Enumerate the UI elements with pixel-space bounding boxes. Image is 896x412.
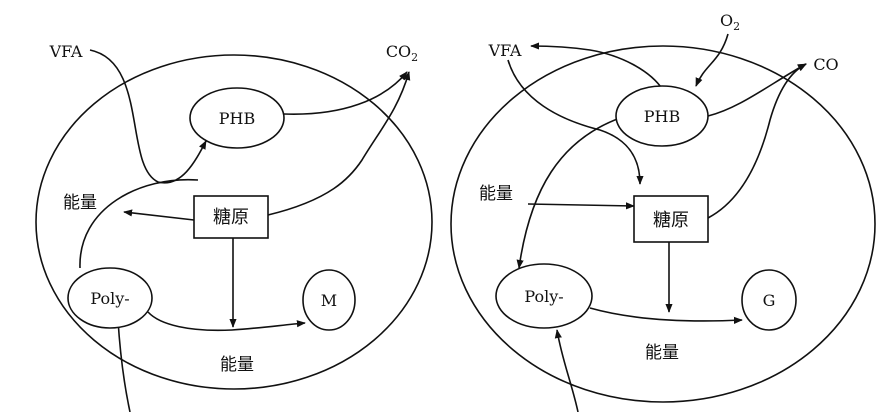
right-arrow-energy-to-glycogen (527, 202, 635, 210)
right-arrow-phb-to-vfa (530, 42, 664, 91)
right-poly-label: Poly- (524, 287, 563, 306)
left-energy-top-label: 能量 (63, 193, 97, 213)
left-cycle: VFA CO2 PHB 能量 糖原 Poly- M 能量 (35, 42, 433, 412)
left-arrow-vfa-to-phb (89, 49, 207, 184)
right-g-node (741, 269, 797, 331)
left-vfa-label: VFA (49, 42, 83, 61)
left-arrow-poly-to-m (147, 311, 306, 332)
right-co-label: CO (813, 55, 838, 74)
right-cell-boundary (450, 45, 876, 403)
right-phb-label: PHB (644, 107, 680, 126)
left-m-label: M (321, 291, 337, 310)
left-phb-label: PHB (219, 109, 255, 128)
left-co2-label: CO2 (386, 42, 418, 64)
right-vfa-label: VFA (488, 41, 522, 60)
right-arrow-phb-to-poly (516, 117, 621, 269)
left-line-inflow (117, 319, 131, 412)
right-g-label: G (763, 291, 776, 310)
right-glycogen-box (633, 195, 709, 243)
left-cell-boundary (35, 54, 433, 390)
right-arrow-phb-to-co (707, 63, 807, 117)
left-arrow-glycogen-to-co2 (267, 71, 411, 216)
right-cycle: VFA O2 CO PHB 能量 糖原 Poly- G 能量 (450, 11, 876, 412)
right-arrow-glycogen-to-co (707, 63, 807, 219)
left-m-node (302, 269, 356, 331)
right-phb-node (615, 85, 709, 147)
right-arrow-o2-to-phb (695, 33, 729, 87)
right-poly-node (495, 263, 593, 329)
left-arrow-phb-to-co2 (283, 71, 408, 115)
right-o2-label: O2 (720, 11, 740, 33)
left-poly-node (67, 267, 153, 329)
left-energy-bottom-label: 能量 (220, 355, 254, 375)
left-arrow-glycogen-to-energy (123, 209, 195, 221)
left-glycogen-box (193, 195, 269, 239)
left-arrow-poly-up-to-phb (79, 178, 199, 269)
right-arrow-vfa-to-glycogen (507, 59, 644, 185)
right-glycogen-label: 糖原 (653, 210, 689, 231)
left-glycogen-label: 糖原 (213, 207, 249, 228)
right-energy-bottom-label: 能量 (645, 343, 679, 363)
right-arrow-inflow-to-poly (554, 329, 579, 412)
left-poly-label: Poly- (90, 289, 129, 308)
right-energy-top-label: 能量 (479, 184, 513, 204)
right-arrow-poly-to-g (589, 307, 743, 324)
left-phb-node (189, 87, 285, 149)
